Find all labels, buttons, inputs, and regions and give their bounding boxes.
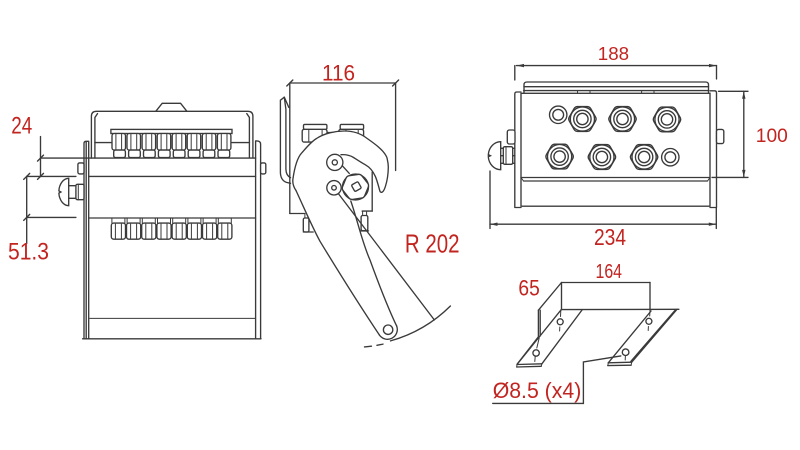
svg-text:51.3: 51.3 bbox=[8, 239, 49, 266]
svg-text:Ø8.5 (x4): Ø8.5 (x4) bbox=[493, 378, 582, 403]
svg-text:100: 100 bbox=[756, 126, 788, 147]
svg-text:65: 65 bbox=[518, 275, 539, 300]
svg-text:234: 234 bbox=[594, 224, 626, 250]
svg-text:R 202: R 202 bbox=[405, 229, 460, 259]
svg-text:116: 116 bbox=[322, 60, 355, 85]
svg-text:164: 164 bbox=[596, 261, 623, 283]
svg-text:24: 24 bbox=[11, 113, 32, 140]
svg-text:188: 188 bbox=[598, 44, 629, 64]
